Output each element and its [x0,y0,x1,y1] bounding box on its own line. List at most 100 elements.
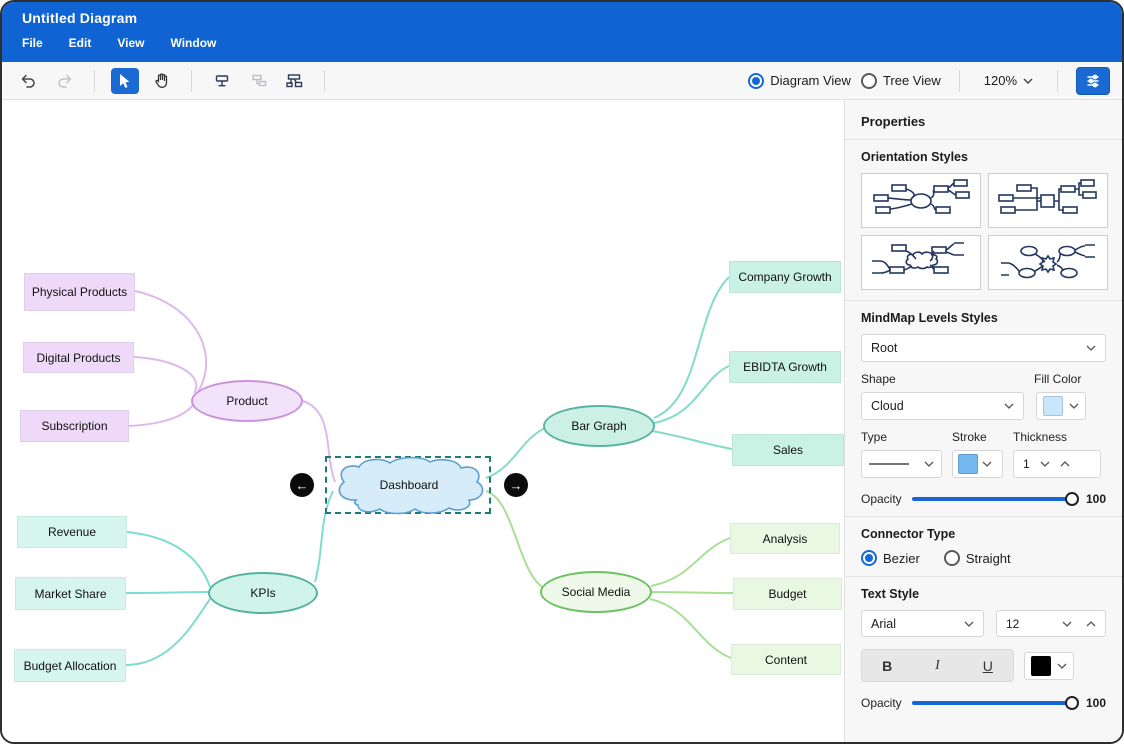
diagram-canvas[interactable]: Physical Products Digital Products Subsc… [2,100,844,742]
solid-line-icon [868,463,909,465]
chevron-down-icon [1086,345,1096,351]
toolbar-divider [1057,69,1058,92]
mindmap-node[interactable]: Market Share [15,577,126,610]
mindmap-node[interactable]: Digital Products [23,342,134,373]
page-title: Untitled Diagram [22,10,138,26]
font-size-stepper[interactable]: 12 [995,610,1106,637]
orientation-style-star[interactable] [987,235,1108,290]
fill-color-swatch [1042,396,1063,416]
bezier-radio[interactable]: Bezier [860,550,920,566]
zoom-dropdown[interactable]: 120% [978,69,1039,92]
mindmap-branch-node[interactable]: Bar Graph [543,405,655,447]
orientation-styles-title: Orientation Styles [860,150,968,164]
radio-unselected-icon [860,72,877,89]
menu-view[interactable]: View [117,36,145,50]
text-opacity-slider[interactable] [911,696,1079,710]
menu-window[interactable]: Window [170,36,217,50]
connector-lines [125,276,734,666]
tree-layout-icon [249,73,267,89]
mindmap-node[interactable]: Physical Products [24,273,135,311]
tree-view-radio[interactable]: Tree View [860,72,941,89]
collapse-left-button[interactable]: ← [290,473,314,497]
text-opacity-value: 100 [1085,696,1106,710]
hand-icon [153,72,170,89]
radio-unselected-icon [943,550,960,566]
straight-radio[interactable]: Straight [943,550,1011,566]
chevron-down-icon[interactable] [1062,621,1072,627]
chevron-up-icon[interactable] [1060,461,1070,467]
mindmap-node[interactable]: EBIDTA Growth [729,351,841,383]
node-layout-icon [213,73,231,89]
chevron-down-icon[interactable] [1040,461,1050,467]
mindmap-node[interactable]: Company Growth [729,261,841,293]
mindmap-branch-node[interactable]: Product [191,380,303,422]
text-format-group: B I U [860,649,1014,682]
menu-edit[interactable]: Edit [68,36,92,50]
undo-button[interactable] [14,68,42,94]
mindmap-branch-node[interactable]: KPIs [208,572,318,614]
toolbar: Diagram View Tree View 120% [2,62,1122,100]
mindmap-node[interactable]: Budget [733,578,842,610]
stroke-color-picker[interactable] [951,450,1003,478]
mindmap-node[interactable]: Revenue [17,516,127,548]
orientation-style-ellipse[interactable] [860,173,981,228]
fill-color-picker[interactable] [1035,392,1086,420]
toolbar-divider [191,69,192,92]
redo-icon [56,72,73,89]
chevron-up-icon[interactable] [1086,620,1096,627]
header: Untitled Diagram File Edit View Window [2,2,1122,62]
diagram-view-radio[interactable]: Diagram View [748,72,851,89]
properties-toggle-button[interactable] [1076,66,1110,95]
mindmap-node[interactable]: Sales [732,434,844,466]
underline-button[interactable]: U [982,657,993,674]
text-color-picker[interactable] [1023,651,1074,680]
mindmap-node[interactable]: Budget Allocation [14,649,126,682]
line-type-select[interactable] [860,450,942,478]
mindmap-root-node[interactable]: Dashboard [330,456,488,515]
select-tool-button[interactable] [111,67,139,94]
font-family-select[interactable]: Arial [860,610,984,637]
level-select[interactable]: Root [860,334,1106,362]
stroke-label: Stroke [951,430,987,444]
fill-color-label: Fill Color [1034,372,1082,386]
sliders-icon [1085,73,1101,89]
mindmap-branch-node[interactable]: Social Media [540,571,652,613]
mindmap-node[interactable]: Content [731,644,841,675]
multi-tree-layout-icon [285,73,303,89]
bold-button[interactable]: B [882,657,893,674]
shape-opacity-slider[interactable] [911,492,1079,506]
chevron-down-icon [1004,403,1014,409]
slider-knob[interactable] [1064,696,1079,710]
chevron-down-icon [964,621,974,627]
shape-select[interactable]: Cloud [860,392,1024,420]
chevron-down-icon [1057,663,1067,669]
orientation-style-square[interactable] [987,173,1108,228]
layout-multitree-button[interactable] [280,68,308,94]
root-node-label: Dashboard [379,478,439,492]
opacity-value: 100 [1085,492,1106,506]
redo-button[interactable] [50,68,78,94]
layout-node-button[interactable] [208,68,236,94]
pan-tool-button[interactable] [147,68,175,94]
toolbar-divider [94,69,95,92]
cloud-shape [338,456,484,515]
text-style-title: Text Style [860,587,920,601]
opacity-label: Opacity [860,492,902,506]
mindmap-node[interactable]: Analysis [730,523,840,554]
connector-type-title: Connector Type [860,527,956,541]
chevron-down-icon [982,461,992,467]
slider-knob[interactable] [1064,492,1079,506]
layout-tree-button[interactable] [244,68,272,94]
mindmap-node[interactable]: Subscription [20,410,129,442]
undo-icon [20,72,37,89]
collapse-right-button[interactable]: → [504,473,528,497]
italic-button[interactable]: I [935,657,940,673]
chevron-down-icon [924,461,934,467]
thickness-stepper[interactable]: 1 [1012,450,1101,478]
levels-styles-title: MindMap Levels Styles [860,311,998,325]
radio-selected-icon [748,72,765,89]
shape-label: Shape [860,372,896,386]
orientation-style-cloud[interactable] [860,235,981,290]
menu-file[interactable]: File [22,36,43,50]
